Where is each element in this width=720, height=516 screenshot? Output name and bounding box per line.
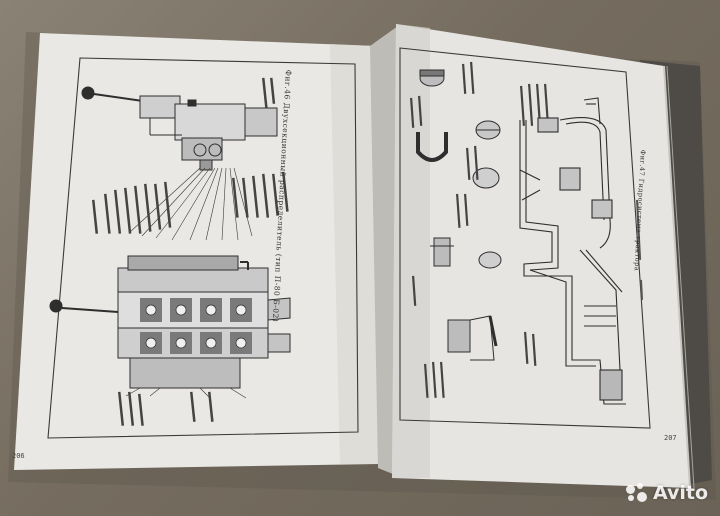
avito-watermark-text: Avito <box>652 482 708 504</box>
hydraulic-schematic <box>519 97 626 405</box>
right-page-number: 207 <box>664 434 677 442</box>
right-part-labels <box>410 61 549 398</box>
part-number-labels-lower <box>117 391 214 426</box>
avito-watermark: Avito <box>625 482 708 504</box>
avito-logo-icon <box>625 483 648 503</box>
callout-lines-upper <box>129 167 253 241</box>
left-page-number: 206 <box>12 452 25 460</box>
right-drawing-frame <box>399 47 651 429</box>
distributor-body-drawing <box>49 255 291 389</box>
part-number-labels-upper <box>92 77 289 234</box>
left-page <box>14 33 378 470</box>
right-caption-marks <box>636 199 644 300</box>
valve-lever-drawing <box>81 86 278 171</box>
section-details <box>416 69 502 361</box>
